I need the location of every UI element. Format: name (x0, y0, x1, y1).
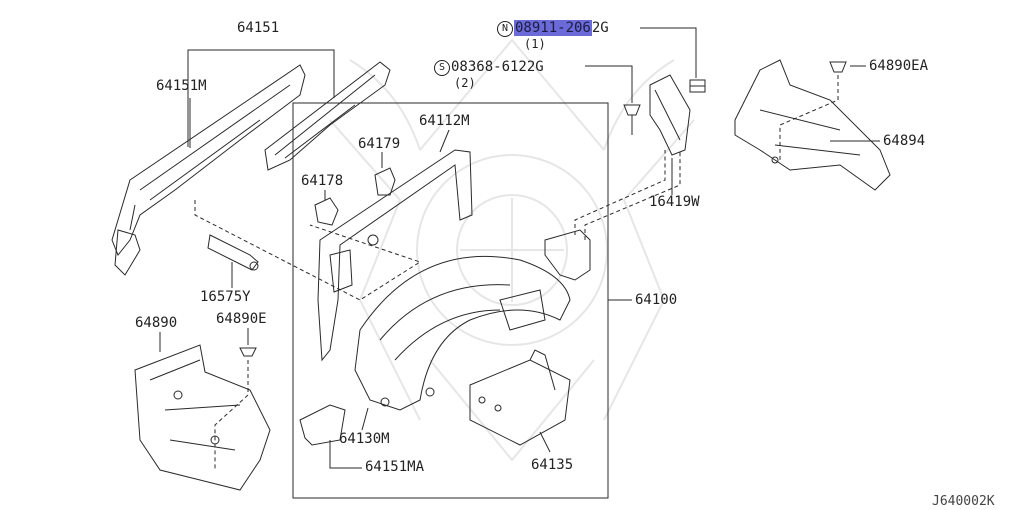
label-64890EA: 64890EA (869, 58, 929, 74)
bracket-16419W (649, 74, 691, 156)
wheel-housing-64100 (354, 255, 571, 411)
sensor-16575Y (207, 234, 259, 288)
clip-64890E (239, 328, 257, 357)
leader-64151 (187, 49, 335, 147)
hood-ledge-64112M (317, 149, 473, 362)
label-64179: 64179 (358, 136, 401, 152)
bracket-64151MA (299, 404, 346, 446)
label-64112M: 64112M (419, 113, 470, 129)
label-64890: 64890 (135, 315, 178, 331)
bracket-64135 (469, 349, 571, 446)
label-screw-qty: (2) (454, 76, 476, 90)
leader-nut (640, 27, 697, 78)
label-64135: 64135 (531, 457, 574, 473)
dashed-link-64890E (214, 360, 249, 470)
drawing-number: J640002K (932, 494, 995, 509)
dashed-link-sensor (194, 200, 422, 301)
label-64130M: 64130M (339, 431, 390, 447)
label-64100: 64100 (635, 292, 678, 308)
label-64151M: 64151M (156, 78, 207, 94)
label-64151: 64151 (237, 20, 280, 36)
watermark-emblem (329, 38, 695, 462)
leader-64112M (439, 129, 450, 153)
highlighted-part-number: 08911-206 (514, 20, 592, 36)
dashed-link-64890EA (779, 75, 839, 160)
nut-symbol-icon: N (497, 21, 513, 37)
label-64894: 64894 (883, 133, 926, 149)
clip-64890EA (829, 61, 847, 73)
nut-08911-2062G (689, 79, 706, 93)
leader-64130M (361, 407, 369, 431)
screw-08368-6122G (623, 104, 641, 135)
splash-shield-64890 (134, 344, 271, 491)
leader-64135 (539, 431, 551, 453)
fender-seal-64894 (734, 59, 891, 191)
label-16419W: 16419W (649, 194, 700, 210)
label-64151MA: 64151MA (365, 459, 425, 475)
dashed-link-16419W (574, 150, 681, 240)
label-64178: 64178 (301, 173, 344, 189)
label-64890E: 64890E (216, 311, 267, 327)
cowl-top-panel-left (111, 64, 306, 276)
leader-screw (585, 65, 633, 103)
cowl-top-panel-right (264, 61, 391, 171)
clip-64179 (374, 152, 396, 196)
nut-number-rest: 2G (591, 20, 609, 36)
clip-64178 (314, 190, 339, 226)
screw-symbol-icon: S (434, 60, 450, 76)
leader-64151MA (329, 440, 362, 469)
label-16575Y: 16575Y (200, 289, 251, 305)
support-bracket (544, 229, 591, 281)
screw-number: 08368-6122G (451, 59, 544, 75)
label-nut-qty: (1) (524, 37, 546, 51)
